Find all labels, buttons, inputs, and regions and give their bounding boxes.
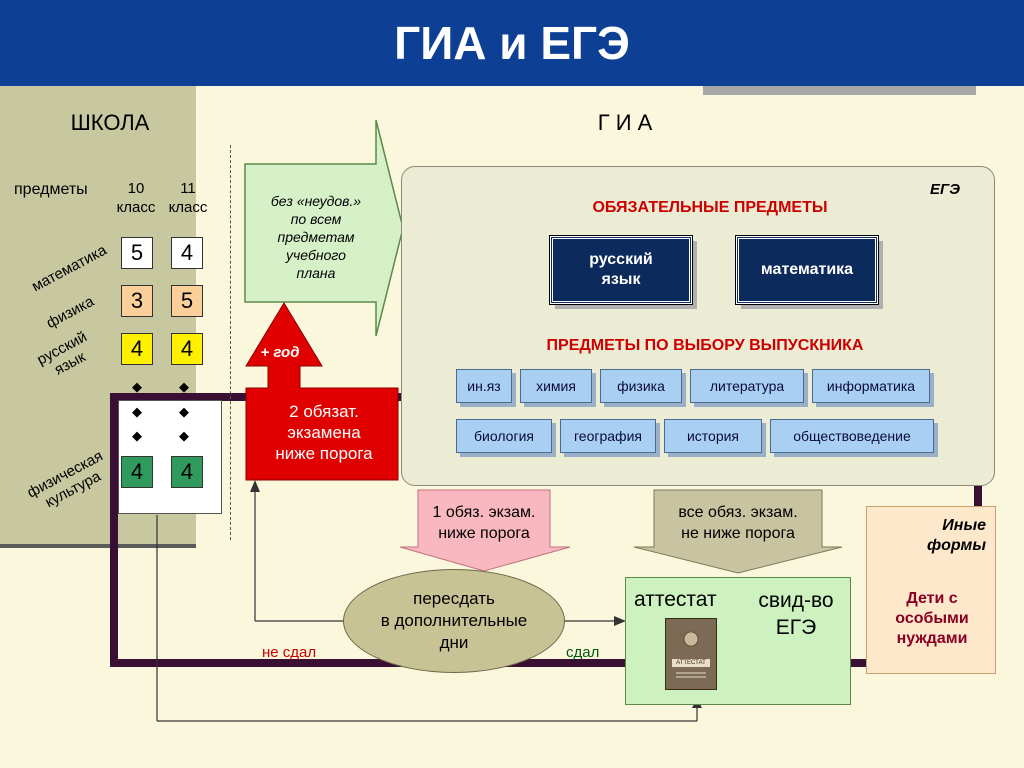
grade-math-11: 4 [171, 237, 203, 269]
required-subject-russian[interactable]: русский язык [549, 235, 693, 305]
grade-russian-11: 4 [171, 333, 203, 365]
other-forms-panel [866, 506, 996, 674]
diamond-icon: ◆ [179, 404, 189, 419]
grade-physics-10: 3 [121, 285, 153, 317]
gray-note: все обяз. экзам. не ниже порога [678, 504, 798, 542]
required-subject-math[interactable]: математика [735, 235, 879, 305]
pink-note: 1 обяз. экзам. ниже порога [432, 504, 536, 542]
diploma-text: АТТЕСТАТ [676, 660, 706, 666]
ege-certificate-label: свид-во ЕГЭ [758, 589, 834, 639]
red-up-arrow-shape [245, 302, 399, 481]
optional-subject-history[interactable]: история [664, 419, 762, 453]
diamond-icon: ◆ [179, 428, 189, 443]
attestat-label: аттестат [634, 588, 717, 611]
optional-subject-biology[interactable]: биология [456, 419, 552, 453]
optional-subject-physics[interactable]: физика [600, 369, 682, 403]
required-subjects-title: ОБЯЗАТЕЛЬНЫЕ ПРЕДМЕТЫ [592, 199, 828, 216]
ege-label: ЕГЭ [930, 181, 960, 198]
optional-subject-geography[interactable]: география [560, 419, 656, 453]
green-arrow-shape [244, 119, 404, 337]
diploma-image: АТТЕСТАТ [665, 618, 717, 690]
optional-subject-informatics[interactable]: информатика [812, 369, 930, 403]
passed-label: сдал [566, 644, 600, 661]
diamond-icon: ◆ [132, 404, 142, 419]
gray-down-arrow-shape [633, 489, 843, 574]
failed-label: не сдал [262, 644, 317, 661]
diamond-icon: ◆ [132, 379, 142, 394]
plus-year-label: + год [260, 343, 300, 361]
grade-math-10: 5 [121, 237, 153, 269]
special-needs-label: Дети с особыми нуждами [895, 590, 969, 647]
header-bar [0, 0, 1024, 86]
pink-down-arrow-shape [399, 489, 571, 572]
school-section-title: ШКОЛА [70, 110, 150, 135]
retake-oval: пересдать в дополнительные дни [343, 569, 565, 673]
optional-subject-social-studies[interactable]: обществоведение [770, 419, 934, 453]
school-gia-divider [230, 145, 231, 540]
grade-pe-10: 4 [121, 456, 153, 488]
optional-subject-chemistry[interactable]: химия [520, 369, 592, 403]
fail-two-exams-box: 2 обязат. экзамена ниже порога [275, 401, 373, 463]
header-accent-strip [703, 86, 976, 95]
grade-pe-11: 4 [171, 456, 203, 488]
gia-section-title: Г И А [597, 110, 653, 135]
optional-subjects-title: ПРЕДМЕТЫ ПО ВЫБОРУ ВЫПУСКНИКА [546, 337, 864, 354]
grade-russian-10: 4 [121, 333, 153, 365]
attestat-box [625, 577, 851, 705]
arrow-note: без «неудов.» по всем предметам учебного… [270, 193, 362, 281]
grade-physics-11: 5 [171, 285, 203, 317]
diamond-icon: ◆ [179, 379, 189, 394]
optional-subject-literature[interactable]: литература [690, 369, 804, 403]
subjects-label: предметы [14, 181, 88, 198]
grade11-header: 11 класс [168, 180, 208, 216]
page-title: ГИА и ЕГЭ [394, 17, 630, 69]
optional-subject-foreign-lang[interactable]: ин.яз [456, 369, 512, 403]
grade10-header: 10 класс [116, 180, 156, 216]
other-forms-label: Иные формы [927, 517, 986, 554]
diamond-icon: ◆ [132, 428, 142, 443]
